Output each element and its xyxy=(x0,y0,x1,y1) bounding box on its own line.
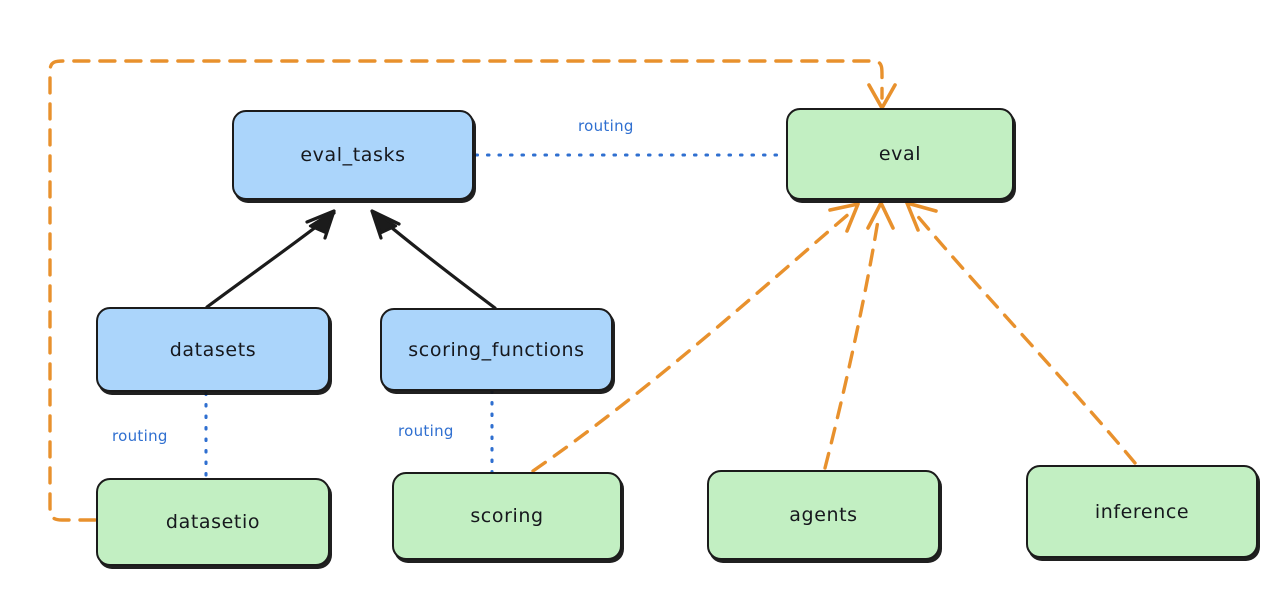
node-label: eval_tasks xyxy=(300,144,406,166)
node-label: agents xyxy=(789,504,858,526)
node-eval[interactable]: eval xyxy=(786,108,1014,200)
node-label: eval xyxy=(878,143,922,165)
node-inference[interactable]: inference xyxy=(1026,465,1258,558)
node-datasetio[interactable]: datasetio xyxy=(96,478,330,566)
node-label: datasets xyxy=(169,338,257,361)
edge-scoring-to-eval xyxy=(531,202,860,473)
node-label: scoring xyxy=(470,505,544,527)
edge-inference-to-eval xyxy=(905,201,1137,465)
edge-scoring_functions-to-eval_tasks xyxy=(370,209,497,310)
node-eval-tasks[interactable]: eval_tasks xyxy=(232,110,474,200)
edge-datasets-to-eval_tasks xyxy=(205,209,336,309)
node-label: datasetio xyxy=(165,511,261,533)
node-agents[interactable]: agents xyxy=(707,470,940,560)
edge-label-routing-eval: routing xyxy=(578,117,634,135)
edge-label-routing-scoring: routing xyxy=(398,422,454,440)
node-label: scoring_functions xyxy=(408,338,585,361)
node-scoring-functions[interactable]: scoring_functions xyxy=(380,308,613,391)
edge-agents-to-eval xyxy=(823,201,895,470)
node-scoring[interactable]: scoring xyxy=(392,472,622,560)
edge-label-routing-datasetio: routing xyxy=(112,427,168,445)
node-label: inference xyxy=(1094,500,1190,523)
edge-datasetio-to-eval xyxy=(48,59,897,522)
node-datasets[interactable]: datasets xyxy=(96,307,330,392)
